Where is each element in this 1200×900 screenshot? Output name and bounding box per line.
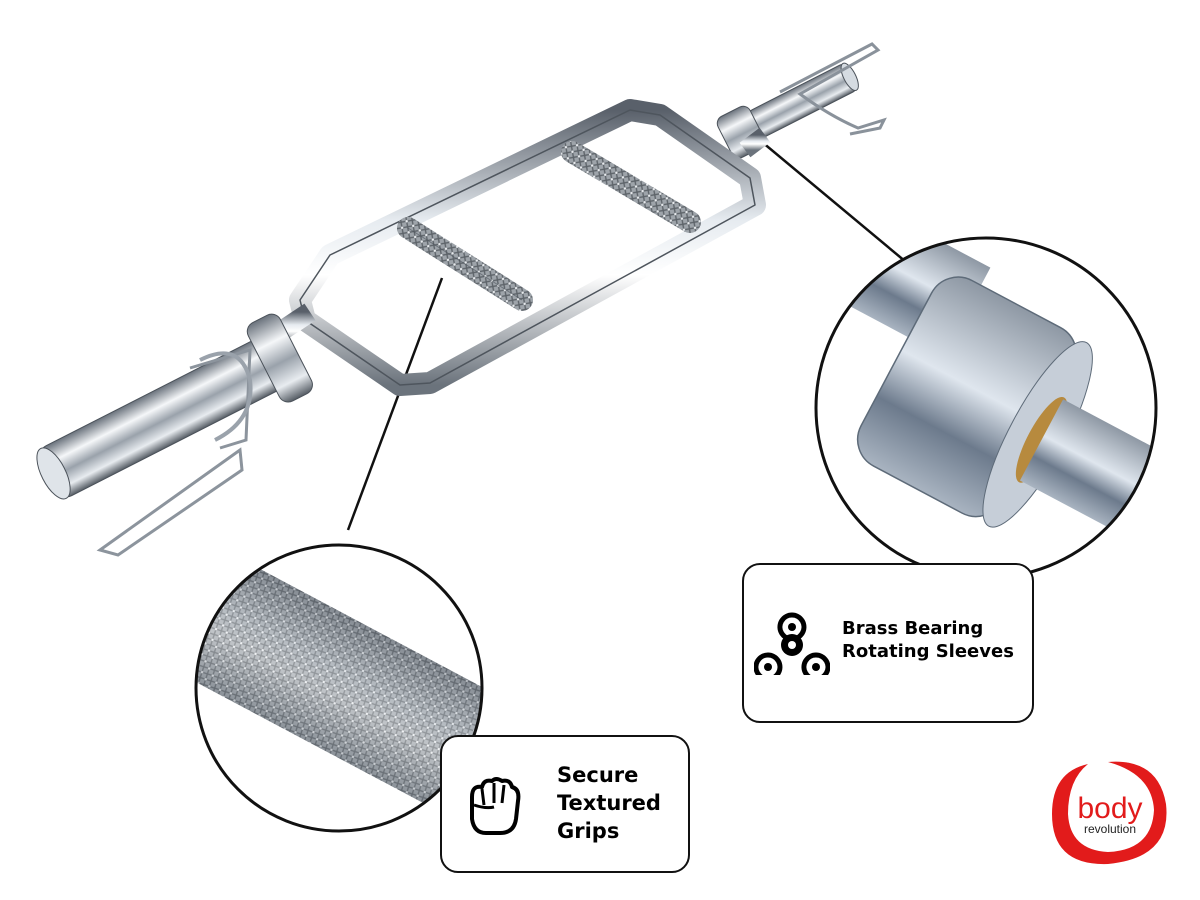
fidget-spinner-icon — [754, 612, 830, 675]
bearing-callout-text: Brass Bearing Rotating Sleeves — [842, 618, 1014, 662]
bearing-pointer-line — [761, 141, 907, 263]
logo-tagline-text: revolution — [1084, 822, 1136, 836]
bearing-callout: Brass Bearing Rotating Sleeves — [742, 563, 1034, 723]
body-revolution-logo: body revolution — [1052, 761, 1167, 865]
bearing-zoom — [814, 236, 1158, 580]
grip-callout: Secure Textured Grips — [440, 735, 690, 873]
fist-icon — [470, 777, 521, 835]
grip-callout-text: Secure Textured Grips — [557, 763, 661, 843]
trap-bar — [36, 42, 887, 557]
grip-pointer-line — [346, 277, 444, 531]
logo-brand-text: body — [1077, 792, 1142, 825]
spring-collar-left — [96, 347, 252, 557]
spring-collar-right — [779, 42, 887, 136]
